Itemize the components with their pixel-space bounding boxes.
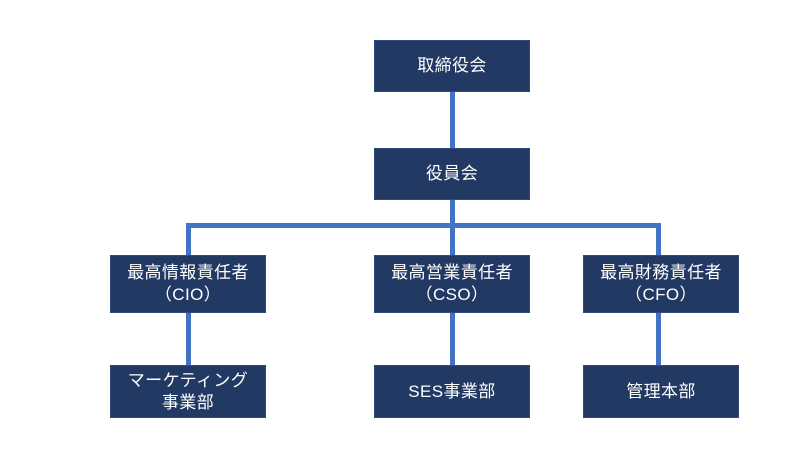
connector-cfo-to-administration — [656, 313, 661, 365]
org-node-ses-division[interactable]: SES事業部 — [374, 365, 530, 418]
connector-cio-to-marketing — [186, 313, 191, 365]
org-node-marketing-division[interactable]: マーケティング 事業部 — [110, 365, 266, 418]
connector-bus-to-cio — [186, 223, 191, 255]
org-node-label-cio: 最高情報責任者 （CIO） — [127, 263, 249, 304]
org-node-label-marketing-division: マーケティング 事業部 — [127, 370, 249, 412]
connector-level3-bus — [188, 223, 661, 228]
org-node-board-of-directors[interactable]: 取締役会 — [374, 40, 530, 92]
org-node-label-administration-division: 管理本部 — [626, 381, 696, 401]
connector-board-to-executive — [450, 92, 455, 148]
org-node-executive-board[interactable]: 役員会 — [374, 148, 530, 200]
connector-cso-to-ses — [450, 313, 455, 365]
org-node-label-executive-board: 役員会 — [425, 164, 479, 184]
org-node-label-cfo: 最高財務責任者 （CFO） — [600, 263, 722, 304]
org-node-cfo[interactable]: 最高財務責任者 （CFO） — [583, 255, 739, 313]
org-node-label-ses-division: SES事業部 — [408, 381, 496, 401]
org-node-administration-division[interactable]: 管理本部 — [583, 365, 739, 418]
org-node-label-cso: 最高営業責任者 （CSO） — [391, 263, 513, 304]
org-node-cio[interactable]: 最高情報責任者 （CIO） — [110, 255, 266, 313]
connector-bus-to-cfo — [656, 223, 661, 255]
org-node-cso[interactable]: 最高営業責任者 （CSO） — [374, 255, 530, 313]
org-node-label-board-of-directors: 取締役会 — [417, 56, 487, 76]
